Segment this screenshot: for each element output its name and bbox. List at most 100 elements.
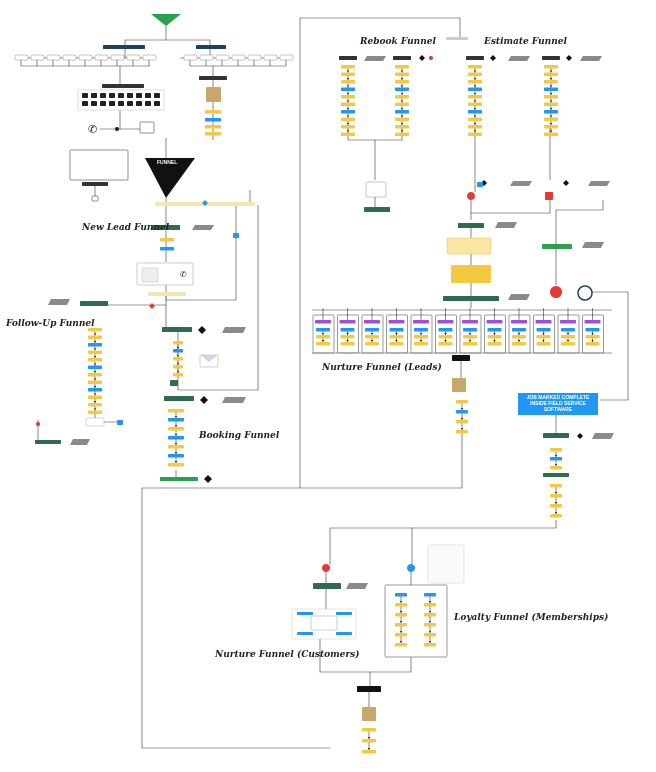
step-box (438, 342, 453, 346)
action-parallelogram (495, 222, 517, 228)
decision-diamond (566, 55, 572, 61)
decision-diamond (204, 475, 212, 483)
arrow-head (174, 425, 178, 427)
arrow-head (93, 371, 97, 373)
arrow-head (346, 108, 350, 110)
step-box (395, 95, 409, 99)
step-box (468, 102, 482, 106)
arrow-head (591, 340, 594, 342)
follow-up-exit (35, 440, 61, 444)
note-bar (148, 292, 186, 296)
action-parallelogram (192, 225, 214, 230)
step-box (297, 632, 313, 635)
booking-trigger (162, 327, 192, 332)
funnel-title-nurture_customers: Nurture Funnel (Customers) (214, 649, 359, 660)
job-complete-banner: JOB MARKED COMPLETE INSIDE FIELD SERVICE… (518, 393, 598, 415)
nurture-lead-track (459, 314, 482, 354)
step-box (544, 65, 558, 69)
funnel-title-booking: Booking Funnel (198, 431, 280, 441)
step-box (544, 117, 558, 121)
funnel-title-rebook: Rebook Funnel (359, 37, 436, 47)
step-box (168, 418, 184, 422)
step-box (341, 87, 355, 91)
action-parallelogram (222, 397, 246, 403)
source-header-right (196, 45, 226, 49)
arrow-head (346, 123, 350, 125)
arrow-head (370, 340, 374, 342)
arrow-head (174, 434, 178, 436)
arrow-head (554, 455, 558, 457)
channel-icon (145, 93, 151, 98)
step-box (362, 750, 376, 754)
channel-icon (136, 93, 142, 98)
step-box (205, 132, 221, 136)
arrow-head (473, 78, 477, 80)
step-box (88, 380, 102, 384)
job-complete-step (543, 433, 569, 438)
step-box (585, 335, 600, 339)
step-box (456, 420, 468, 424)
step-box (88, 328, 102, 332)
step-box (424, 593, 436, 597)
arrow-head (549, 130, 553, 133)
arrow-head (346, 115, 350, 118)
channel-icon (118, 93, 124, 98)
step-box (365, 342, 379, 346)
nurture-header (413, 320, 429, 324)
connector-line (369, 657, 412, 686)
step-box (168, 409, 184, 413)
arrow-head (419, 340, 423, 342)
step-box (395, 593, 407, 597)
estimate-branch (542, 244, 572, 249)
step-box (395, 125, 409, 129)
step-box (468, 80, 482, 84)
nurture-lead-track (337, 314, 359, 354)
step-box (544, 72, 558, 76)
step-box (341, 80, 355, 84)
channel-icon (100, 101, 106, 106)
nurture-header (560, 320, 576, 324)
arrow-head (428, 631, 432, 633)
step-box (88, 410, 102, 414)
step-box (205, 118, 221, 122)
step-box (336, 612, 352, 615)
connector-line (592, 291, 629, 401)
action-parallelogram (588, 181, 610, 186)
arrow-head (473, 93, 477, 95)
next-step (543, 473, 569, 477)
arrow-head (346, 340, 349, 342)
connector-dot (115, 127, 119, 131)
arrow-head (399, 631, 403, 633)
nurture-lead-track (386, 314, 408, 354)
channel-icon (136, 101, 142, 106)
arrow-head (93, 333, 97, 336)
step-box (424, 643, 436, 647)
channel-icon (82, 101, 88, 106)
step-box (544, 87, 558, 91)
customer-step (313, 583, 341, 589)
follow-up-trigger (80, 301, 108, 306)
arrow-head (460, 428, 464, 430)
nurture-exit (452, 355, 470, 361)
arrow-head (542, 340, 545, 342)
step-box (585, 328, 600, 332)
arrow-head (370, 333, 374, 335)
container-tab (446, 37, 468, 40)
step-box (341, 95, 355, 99)
arrow-head (554, 464, 558, 466)
step-box (205, 110, 221, 114)
start-triangle (151, 14, 181, 26)
channel-icon (127, 93, 133, 98)
stack-header (339, 56, 357, 60)
lead-source-card (263, 54, 278, 61)
arrow-head (566, 333, 570, 335)
arrow-head (566, 340, 570, 342)
step-box (585, 342, 600, 346)
end-node (36, 422, 40, 426)
arrow-head (554, 492, 558, 494)
lead-source-card (231, 54, 246, 61)
step-box (336, 632, 352, 635)
nurture-header (486, 320, 503, 324)
channel-icon (127, 101, 133, 106)
step-box (424, 613, 436, 617)
